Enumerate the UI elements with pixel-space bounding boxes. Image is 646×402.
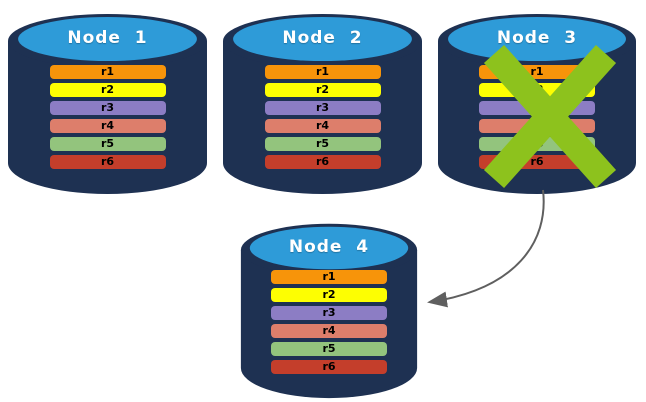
replica-row-r6: r6 — [49, 155, 166, 169]
replica-row-r2: r2 — [264, 83, 381, 97]
node-2: Node 2 r1 r2 r3 r4 r5 r6 — [222, 8, 423, 196]
replica-row-r1: r1 — [271, 270, 387, 284]
replica-row-r5: r5 — [49, 137, 166, 151]
replica-row-r1: r1 — [49, 65, 166, 79]
replica-row-r5: r5 — [264, 137, 381, 151]
node-label: Node 1 — [67, 28, 148, 48]
node-1: Node 1 r1 r2 r3 r4 r5 r6 — [7, 8, 208, 196]
cylinder-top-face — [249, 226, 409, 270]
node-3-failed: Node 3 r1 r2 r3 r4 r5 r6 — [437, 8, 637, 196]
replica-row-r4: r4 — [264, 119, 381, 133]
replica-row-r2: r2 — [271, 288, 387, 302]
replica-rows: r1 r2 r3 r4 r5 r6 — [222, 65, 423, 169]
replica-row-r6: r6 — [271, 360, 387, 374]
replica-row-r4: r4 — [271, 324, 387, 338]
replica-row-r5: r5 — [271, 342, 387, 356]
failover-arrow-path — [427, 189, 545, 308]
cylinder-top-face — [233, 17, 412, 61]
replica-row-r3: r3 — [49, 101, 166, 115]
replica-row-r4: r4 — [49, 119, 166, 133]
replica-row-r6: r6 — [264, 155, 381, 169]
replica-rows: r1 r2 r3 r4 r5 r6 — [7, 65, 208, 169]
node-4: Node 4 r1 r2 r3 r4 r5 r6 — [240, 218, 418, 400]
replica-row-r2: r2 — [49, 83, 166, 97]
failure-x-strokes — [483, 44, 617, 189]
cylinder-top-face — [18, 17, 197, 61]
failure-x-icon — [483, 44, 617, 189]
replica-row-r1: r1 — [264, 65, 381, 79]
replica-row-r3: r3 — [271, 306, 387, 320]
cylinder-top-face — [448, 17, 626, 61]
node-label: Node 4 — [288, 237, 370, 257]
node-label: Node 2 — [282, 28, 363, 48]
replica-rows: r1 r2 r3 r4 r5 r6 — [240, 270, 418, 374]
node-label: Node 3 — [496, 28, 578, 48]
replica-row-r3: r3 — [264, 101, 381, 115]
